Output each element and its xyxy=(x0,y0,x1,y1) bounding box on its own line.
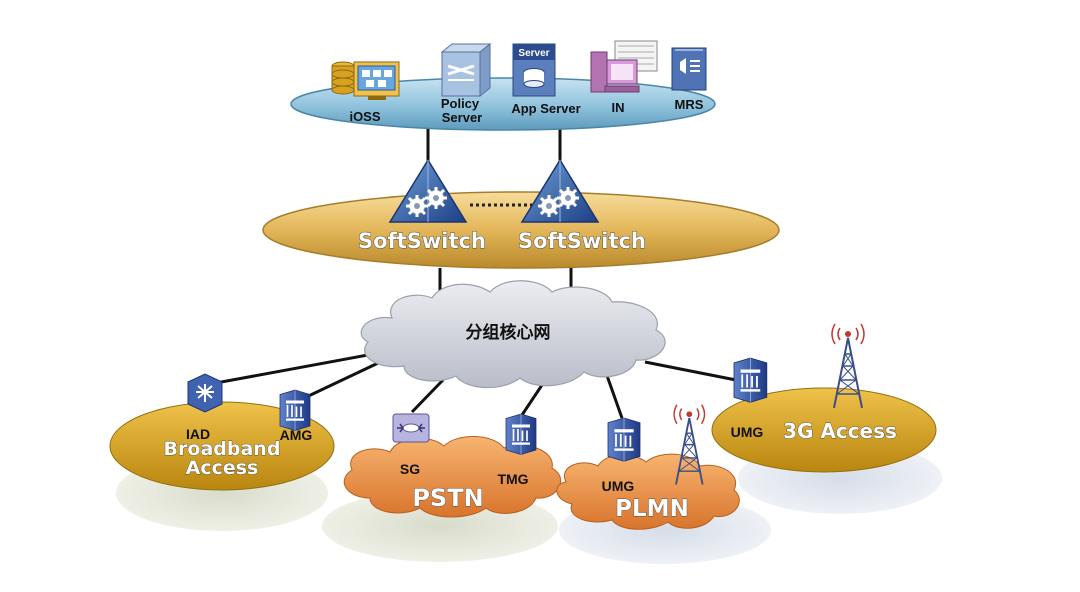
pstn-label: PSTN xyxy=(412,484,483,512)
link-core-to-plmn-umg xyxy=(603,369,624,419)
softswitch-2-label: SoftSwitch xyxy=(518,229,646,253)
broadband-access-network[interactable]: IAD AMG Broadband Access xyxy=(109,373,335,531)
application-layer: iOSS Policy Server Server xyxy=(290,40,716,131)
policy-server-node[interactable]: Policy Server xyxy=(440,42,492,125)
mrs-node[interactable]: MRS xyxy=(671,47,707,112)
amg-label: AMG xyxy=(280,427,313,443)
policy-server-label-line2: Server xyxy=(442,110,482,125)
link-core-to-sg xyxy=(410,378,445,414)
iad-node[interactable]: IAD xyxy=(186,373,223,442)
broadband-amg-node[interactable]: AMG xyxy=(279,389,313,443)
sg-label: SG xyxy=(400,461,420,477)
iad-router-icon xyxy=(187,373,223,413)
core-cloud-shape xyxy=(360,280,666,389)
softswitch-1[interactable]: SoftSwitch xyxy=(358,158,486,253)
plmn-umg-label: UMG xyxy=(602,478,635,494)
iad-label: IAD xyxy=(186,426,210,442)
3g-umg-gateway-icon xyxy=(733,357,768,404)
3g-umg-label: UMG xyxy=(731,424,764,440)
link-core-to-3g-umg xyxy=(644,360,737,382)
3g-access-label: 3G Access xyxy=(783,419,897,443)
amg-gateway-icon xyxy=(279,389,311,432)
app-server-label: App Server xyxy=(511,101,580,116)
link-core-to-iad xyxy=(204,348,396,387)
policy-server-label-line1: Policy xyxy=(441,96,480,111)
softswitch-pyramid-icon xyxy=(388,158,468,223)
softswitch-pyramid-icon xyxy=(520,158,600,223)
plmn-umg-gateway-icon xyxy=(607,417,641,463)
policy-server-icon xyxy=(440,42,492,98)
sg-node[interactable]: SG xyxy=(392,413,430,477)
core-network-label: 分组核心网 xyxy=(466,322,551,342)
plmn-network[interactable]: UMG PLMN xyxy=(556,403,771,564)
app-server-node[interactable]: Server App Server xyxy=(511,43,581,116)
media-resource-server-icon xyxy=(671,47,707,91)
broadband-label-line2: Access xyxy=(186,457,259,479)
ioss-label: iOSS xyxy=(349,109,380,124)
pstn-network[interactable]: SG TMG PSTN xyxy=(322,413,562,562)
mrs-label: MRS xyxy=(675,97,704,112)
softswitch-1-label: SoftSwitch xyxy=(358,229,486,253)
plmn-label: PLMN xyxy=(615,496,689,522)
plmn-umg-node[interactable]: UMG xyxy=(602,417,641,494)
tmg-node[interactable]: TMG xyxy=(497,413,537,487)
softswitch-2[interactable]: SoftSwitch xyxy=(518,158,646,253)
signaling-gateway-icon xyxy=(392,413,430,443)
tmg-gateway-icon xyxy=(505,413,537,456)
control-layer: SoftSwitch SoftSwitch xyxy=(262,158,780,269)
3g-disk xyxy=(711,387,937,473)
broadband-label-line1: Broadband xyxy=(164,438,281,460)
in-label: IN xyxy=(612,100,625,115)
app-server-icon: Server xyxy=(512,43,556,97)
3g-access-network[interactable]: UMG 3G Access xyxy=(711,323,942,514)
3g-umg-node[interactable]: UMG xyxy=(731,357,768,440)
tmg-label: TMG xyxy=(497,471,528,487)
packet-core-network[interactable]: 分组核心网 xyxy=(360,280,666,389)
in-computer-icon xyxy=(590,40,658,93)
database-monitor-icon xyxy=(331,61,400,100)
ioss-node[interactable]: iOSS xyxy=(331,61,400,124)
app-server-badge: Server xyxy=(518,48,549,59)
in-node[interactable]: IN xyxy=(590,40,658,115)
